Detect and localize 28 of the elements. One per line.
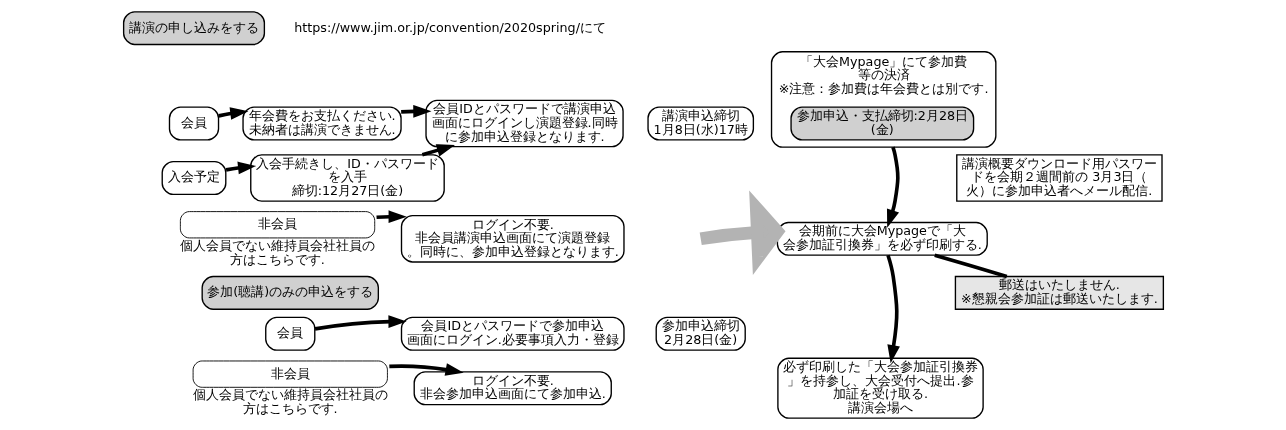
node-box: 会員 [264, 316, 315, 351]
node-box: 参加申込・支払締切:2月28日(金) [789, 106, 974, 141]
node-box: 年会費をお支払ください. 未納者は講演できません. [241, 106, 402, 141]
arrow [314, 315, 407, 331]
node-box: 会員IDとパスワードで講演申込画面にログインし演題登録.同時に参加申込登録となります. [424, 99, 624, 148]
node-box: 入会予定 [161, 160, 226, 195]
node-box: ログイン不要. 非会員講演申込画面にて演題登録。同時に、参加申込登録となります. [400, 215, 625, 263]
arrow [388, 363, 464, 376]
arrow [699, 190, 786, 275]
node-label: 個人会員でない維持員会社社員の方はこちらです. [192, 387, 388, 416]
arrow [886, 146, 900, 228]
node-label: 個人会員でない維持員会社社員の方はこちらです. [179, 237, 375, 267]
node-box: 会員 [168, 106, 219, 141]
node-box: 参加申込締切 2月28日(金) [655, 316, 746, 351]
arrow [375, 210, 407, 224]
node-box: 会員IDとパスワードで参加申込画面にログイン.必要事項入力・登録 [400, 316, 625, 351]
arrow [421, 144, 455, 157]
node-box: 講演の申し込みをする [122, 11, 265, 46]
arrow [885, 254, 900, 364]
node-box: 入会手続きし、ID・パスワードを入手 締切:12月27日(金) [249, 154, 445, 202]
label: https://www.jim.or.jp/convention/2020spring/にて [293, 19, 606, 35]
node-box: 参加(聴講)のみの申込をする [201, 275, 379, 310]
node-box: 会期前に大会Mypageで「大会参加証引換券」を必ず印刷する. [776, 221, 988, 256]
node-box: 必ず印刷した「大会参加証引換券」を持参し、大会受付へ提出.参加証を受け取る. 講演会場へ [776, 357, 984, 419]
node-box: ログイン不要. 非会参加申込画面にて参加申込. [413, 371, 612, 406]
node-box: 講演概要ダウンロード用パスワードを会期２週間前の 3月3日（火）に参加申込者へメール配信. [955, 154, 1163, 202]
node-box: 郵送はいたしません. ※懇親会参加証は郵送いたします. [954, 275, 1164, 310]
node-box: 講演申込締切 1月8日(水)17時 [646, 106, 754, 141]
